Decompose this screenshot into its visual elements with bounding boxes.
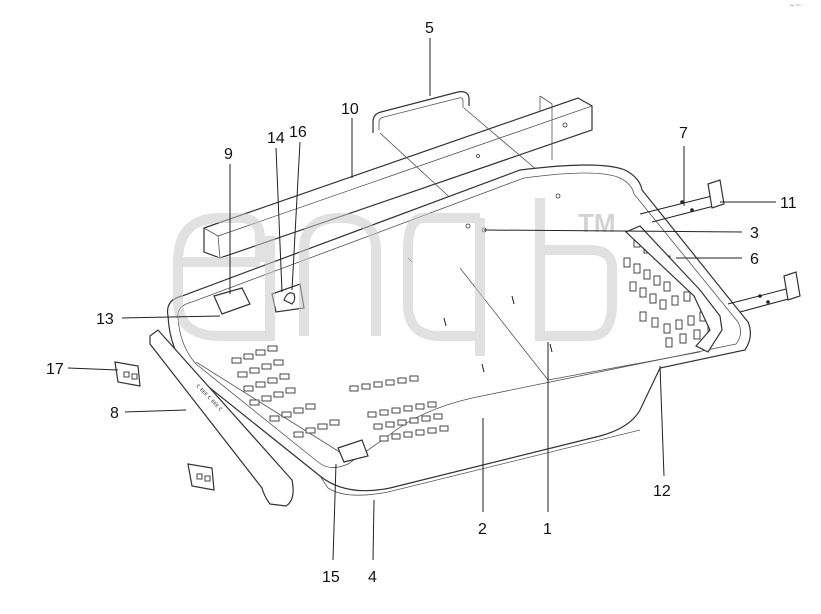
callout-11: 11 — [780, 195, 797, 212]
callout-12: 12 — [653, 483, 671, 500]
tray-assembly-drawing: ᴄ ᴇᴇᴇ ᴄ ᴇᴇᴇ ᴄ — [114, 91, 801, 507]
clip-parts — [213, 283, 369, 463]
corner-mark: ᵃᵖ ⁱⁿⁿ — [790, 4, 801, 10]
callout-10: 10 — [341, 101, 359, 118]
callout-14: 14 — [267, 130, 285, 147]
callout-9: 9 — [224, 146, 233, 163]
callout-6: 6 — [750, 251, 759, 268]
callout-8: 8 — [110, 405, 119, 422]
callout-5: 5 — [425, 20, 434, 37]
callout-1: 1 — [543, 521, 552, 538]
hinge-parts — [114, 361, 215, 491]
callout-15: 15 — [322, 569, 340, 586]
leader-lines — [67, 38, 776, 561]
callout-16: 16 — [289, 124, 307, 141]
rod-bracket-parts — [639, 179, 801, 313]
handle-part — [372, 91, 559, 217]
callout-3: 3 — [750, 225, 759, 242]
callout-17: 17 — [46, 361, 64, 378]
upper-bar-part — [203, 95, 593, 259]
callout-4: 4 — [368, 569, 377, 586]
callout-13: 13 — [96, 311, 114, 328]
callout-7: 7 — [679, 125, 688, 142]
callout-2: 2 — [478, 521, 487, 538]
callout-labels: 5 10 14 16 9 13 17 8 15 4 2 1 12 3 6 7 1… — [46, 20, 797, 586]
watermark-tm: TM — [578, 208, 616, 238]
end-guard-part — [624, 225, 723, 353]
